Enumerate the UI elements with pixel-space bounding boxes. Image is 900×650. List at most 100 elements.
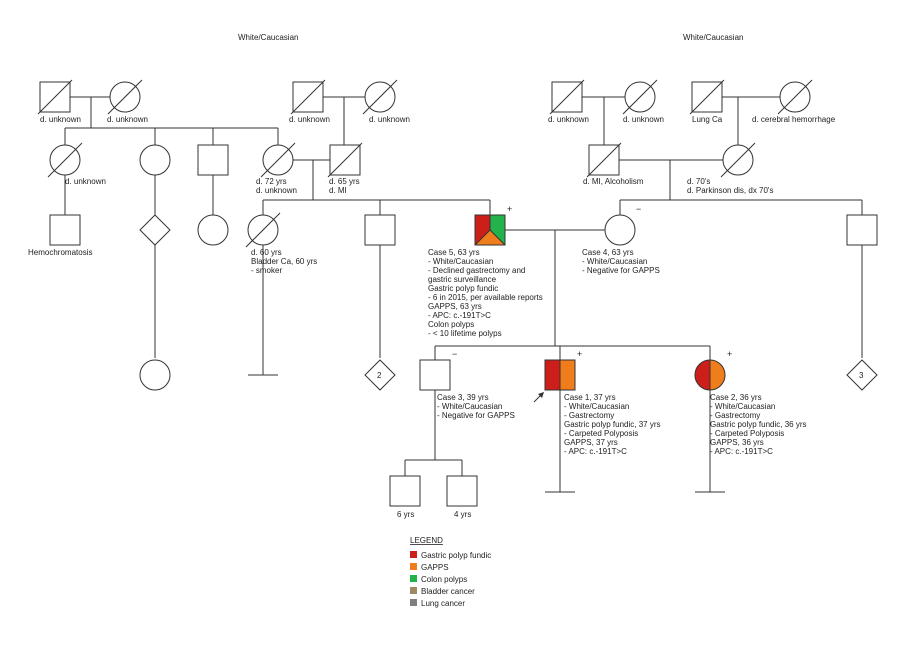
legend-item-bladder: Bladder cancer: [421, 587, 475, 596]
svg-text:Gastric polyp fundic, 36 yrs: Gastric polyp fundic, 36 yrs: [710, 420, 806, 429]
left-aunt: [139, 144, 171, 176]
svg-text:- Gastrectomy: - Gastrectomy: [710, 411, 760, 420]
case3-son: − Case 3, 39 yrs - White/Caucasian - Neg…: [419, 349, 515, 420]
left-maternal-grandmother: d. unknown: [362, 79, 410, 124]
siblings-count-2: 2: [364, 359, 396, 391]
svg-text:- APC: c.-191T>C: - APC: c.-191T>C: [710, 447, 773, 456]
left-uncle: [197, 144, 229, 176]
svg-text:d. unknown: d. unknown: [107, 115, 148, 124]
legend-item-colon: Colon polyps: [421, 575, 467, 584]
left-paternal-grandfather: d. unknown: [37, 79, 81, 124]
svg-text:d. 65 yrs: d. 65 yrs: [329, 177, 360, 186]
cousin-unknown-sex: [139, 214, 171, 246]
svg-text:2: 2: [377, 371, 382, 380]
left-mother: d. 72 yrs d. unknown: [256, 142, 297, 195]
left-paternal-grandmother: d. unknown: [107, 79, 148, 124]
left-aunt-deceased: d. unknown: [47, 142, 106, 186]
svg-text:- Negative for GAPPS: - Negative for GAPPS: [437, 411, 515, 420]
left-father: d. 65 yrs d. MI: [327, 142, 363, 195]
svg-text:Case 4, 63 yrs: Case 4, 63 yrs: [582, 248, 634, 257]
right-sibling-brother: [846, 214, 878, 246]
svg-text:Colon polyps: Colon polyps: [428, 320, 474, 329]
case2-positive: +: [727, 349, 732, 359]
svg-text:- White/Caucasian: - White/Caucasian: [564, 402, 629, 411]
svg-text:Case 2, 36 yrs: Case 2, 36 yrs: [710, 393, 762, 402]
case4-spouse: − Case 4, 63 yrs - White/Caucasian - Neg…: [582, 204, 660, 275]
svg-text:- Gastrectomy: - Gastrectomy: [564, 411, 614, 420]
cousin-hemochromatosis: Hemochromatosis: [28, 214, 92, 257]
svg-text:gastric surveillance: gastric surveillance: [428, 275, 497, 284]
svg-text:d. unknown: d. unknown: [548, 115, 589, 124]
right-maternal-grandfather: Lung Ca: [689, 79, 725, 124]
svg-text:- smoker: - smoker: [251, 266, 282, 275]
svg-text:- APC: c.-191T>C: - APC: c.-191T>C: [564, 447, 627, 456]
svg-text:- Negative for GAPPS: - Negative for GAPPS: [582, 266, 660, 275]
svg-text:d. cerebral hemorrhage: d. cerebral hemorrhage: [752, 115, 836, 124]
svg-text:Case 5, 63 yrs: Case 5, 63 yrs: [428, 248, 480, 257]
sibling-bladder-cancer: d. 60 yrs Bladder Ca, 60 yrs - smoker: [245, 212, 317, 275]
case3-negative: −: [452, 349, 457, 359]
svg-text:- < 10 lifetime polyps: - < 10 lifetime polyps: [428, 329, 502, 338]
svg-text:d. MI, Alcoholism: d. MI, Alcoholism: [583, 177, 644, 186]
svg-text:- Declined gastrectomy and: - Declined gastrectomy and: [428, 266, 525, 275]
right-paternal-grandmother: d. unknown: [622, 79, 664, 124]
svg-text:GAPPS, 37 yrs: GAPPS, 37 yrs: [564, 438, 618, 447]
svg-text:- White/Caucasian: - White/Caucasian: [582, 257, 647, 266]
svg-text:d. unknown: d. unknown: [369, 115, 410, 124]
svg-text:- Carpeted Polyposis: - Carpeted Polyposis: [710, 429, 784, 438]
siblings-count-3: 3: [846, 359, 878, 391]
case4-negative: −: [636, 204, 641, 214]
svg-text:Bladder Ca, 60 yrs: Bladder Ca, 60 yrs: [251, 257, 317, 266]
svg-text:Hemochromatosis: Hemochromatosis: [28, 248, 92, 257]
svg-text:- Carpeted Polyposis: - Carpeted Polyposis: [564, 429, 638, 438]
legend-item-gastric: Gastric polyp fundic: [421, 551, 491, 560]
right-mother: d. 70's d. Parkinson dis, dx 70's: [687, 142, 773, 195]
proband-arrowhead-icon: [538, 392, 544, 398]
right-father: d. MI, Alcoholism: [583, 142, 644, 186]
svg-text:- 6 in 2015, per available rep: - 6 in 2015, per available reports: [428, 293, 543, 302]
legend-title: LEGEND: [410, 536, 443, 545]
svg-text:d. 60 yrs: d. 60 yrs: [251, 248, 282, 257]
legend-item-lung: Lung cancer: [421, 599, 465, 608]
svg-text:- APC: c.-191T>C: - APC: c.-191T>C: [428, 311, 491, 320]
case5-positive: +: [507, 204, 512, 214]
svg-text:d. Parkinson dis, dx 70's: d. Parkinson dis, dx 70's: [687, 186, 773, 195]
sibling-brother: [364, 214, 396, 246]
right-maternal-grandmother: d. cerebral hemorrhage: [752, 79, 836, 124]
case2-sister: + Case 2, 36 yrs - White/Caucasian - Gas…: [694, 349, 806, 456]
svg-text:d. unknown: d. unknown: [623, 115, 664, 124]
svg-text:- White/Caucasian: - White/Caucasian: [437, 402, 502, 411]
ethnicity-right: White/Caucasian: [683, 33, 743, 42]
case1-positive: +: [577, 349, 582, 359]
right-paternal-grandfather: d. unknown: [548, 79, 589, 124]
svg-text:4 yrs: 4 yrs: [454, 510, 471, 519]
svg-text:Lung Ca: Lung Ca: [692, 115, 723, 124]
cousin-female: [197, 214, 229, 246]
connector-lines: [64, 96, 863, 493]
svg-text:d. MI: d. MI: [329, 186, 347, 195]
legend: LEGEND Gastric polyp fundic GAPPS Colon …: [410, 536, 491, 608]
svg-text:GAPPS, 63 yrs: GAPPS, 63 yrs: [428, 302, 482, 311]
svg-text:Case 3, 39 yrs: Case 3, 39 yrs: [437, 393, 489, 402]
svg-text:3: 3: [859, 371, 864, 380]
svg-text:Gastric polyp fundic, 37 yrs: Gastric polyp fundic, 37 yrs: [564, 420, 660, 429]
svg-text:d. unknown: d. unknown: [256, 186, 297, 195]
svg-text:6 yrs: 6 yrs: [397, 510, 414, 519]
svg-text:Gastric polyp fundic: Gastric polyp fundic: [428, 284, 498, 293]
case1-proband: + Case 1, 37 yrs - White/Caucasian - Gas…: [533, 349, 660, 456]
ethnicity-left: White/Caucasian: [238, 33, 298, 42]
svg-text:GAPPS, 36 yrs: GAPPS, 36 yrs: [710, 438, 764, 447]
svg-text:- White/Caucasian: - White/Caucasian: [710, 402, 775, 411]
grandchild-6yrs: 6 yrs: [389, 475, 421, 519]
grandchild-4yrs: 4 yrs: [446, 475, 478, 519]
svg-text:- White/Caucasian: - White/Caucasian: [428, 257, 493, 266]
case5-proband-parent: + Case 5, 63 yrs - White/Caucasian - Dec…: [428, 204, 543, 338]
svg-text:d. unknown: d. unknown: [65, 177, 106, 186]
left-cousin-female: [139, 359, 171, 391]
svg-text:d. 70's: d. 70's: [687, 177, 710, 186]
legend-item-gapps: GAPPS: [421, 563, 449, 572]
left-maternal-grandfather: d. unknown: [289, 79, 330, 124]
svg-text:d. unknown: d. unknown: [289, 115, 330, 124]
